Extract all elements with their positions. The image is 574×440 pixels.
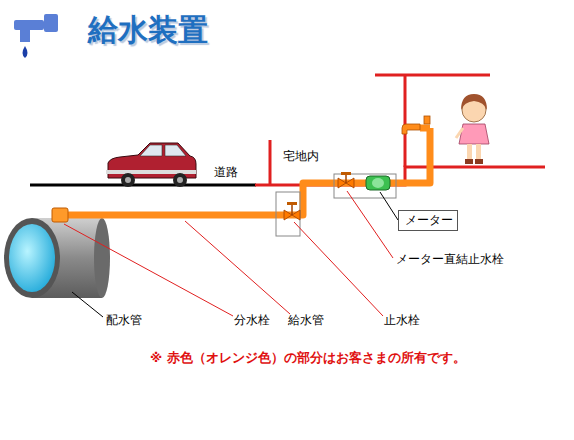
part-label: 給水管 xyxy=(288,313,324,327)
leader-line xyxy=(72,292,103,317)
part-label: 止水栓 xyxy=(384,313,420,327)
part-label: メーター直結止水栓 xyxy=(396,252,504,266)
diagram-title: 給水装置 xyxy=(88,12,208,48)
meter-label-box: メーター xyxy=(398,210,458,231)
faucet-pipe xyxy=(420,125,430,132)
meter-box xyxy=(334,174,396,198)
tap-saddle xyxy=(52,208,68,222)
leader-line xyxy=(64,224,233,316)
distribution-main xyxy=(4,218,110,298)
part-label: 宅地内 xyxy=(283,149,319,163)
faucet-icon xyxy=(14,14,58,58)
faucet xyxy=(402,116,430,134)
leader-line xyxy=(294,222,383,316)
car xyxy=(106,143,196,187)
valve-box xyxy=(276,192,300,236)
leader-lines xyxy=(64,191,398,317)
supply-pipe xyxy=(62,128,430,215)
part-label: 道路 xyxy=(214,165,238,179)
stop-valve xyxy=(284,202,300,220)
node-text: メーター xyxy=(405,212,457,229)
ownership-note: ※ 赤色（オレンジ色）の部分はお客さまの所有です。 xyxy=(150,350,466,367)
lot-boundary xyxy=(269,140,272,185)
water-meter xyxy=(366,176,390,190)
leader-line xyxy=(185,221,290,314)
part-label: 分水栓 xyxy=(234,313,270,327)
road-line xyxy=(30,184,256,187)
girl xyxy=(456,94,489,164)
meter-stop-valve xyxy=(338,172,354,188)
part-label: 配水管 xyxy=(106,313,142,327)
leader-line xyxy=(380,192,398,220)
